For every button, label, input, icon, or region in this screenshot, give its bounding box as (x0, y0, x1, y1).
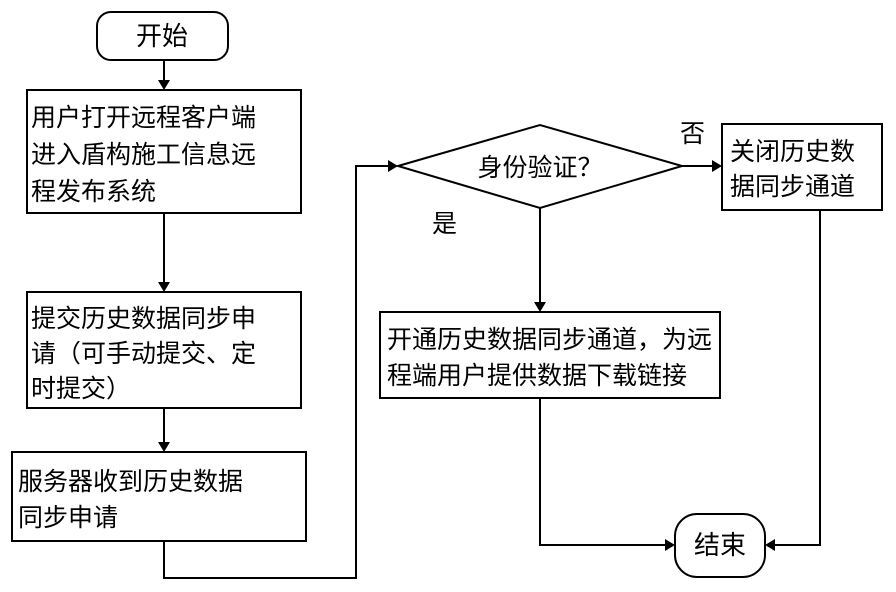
submit-request-line-1: 提交历史数据同步申 (31, 304, 256, 333)
server-receive-line-2: 同步申请 (18, 503, 118, 532)
connector-close-channel-to-end (775, 210, 821, 546)
connector-open-channel-to-end (539, 398, 665, 546)
auth-decision-label: 身份验证？ (477, 153, 602, 182)
open-channel-box: 开通历史数据同步通道，为远 程端用户提供数据下载链接 (379, 311, 721, 399)
arrowhead (534, 302, 546, 312)
connector-server-to-auth (163, 165, 388, 579)
open-channel-line-1: 开通历史数据同步通道，为远 (387, 325, 712, 354)
close-channel-line-1: 关闭历史数 (730, 137, 855, 166)
server-receive-line-1: 服务器收到历史数据 (18, 467, 243, 496)
close-channel-line-2: 据同步通道 (730, 172, 855, 201)
arrowhead (158, 80, 170, 90)
edge-label-no: 否 (680, 119, 705, 148)
submit-request-line-3: 时提交） (31, 374, 131, 403)
submit-request-line-2: 请（可手动提交、定 (31, 339, 256, 368)
arrowhead (158, 442, 170, 452)
arrowhead (388, 160, 398, 172)
arrowhead (665, 539, 675, 551)
open-client-box: 用户打开远程客户端 进入盾构施工信息远 程发布系统 (26, 89, 302, 214)
end-label: 结束 (694, 531, 746, 561)
start-node: 开始 (96, 11, 229, 61)
server-receive-box: 服务器收到历史数据 同步申请 (11, 451, 307, 542)
edge-label-yes: 是 (432, 209, 457, 238)
open-client-line-2: 进入盾构施工信息远 (31, 140, 256, 169)
close-channel-box: 关闭历史数 据同步通道 (721, 123, 883, 211)
auth-decision-diamond: 身份验证？ (394, 123, 686, 210)
arrowhead (158, 282, 170, 292)
arrowhead (765, 539, 775, 551)
open-client-line-1: 用户打开远程客户端 (31, 103, 256, 132)
arrowhead (712, 160, 722, 172)
start-label: 开始 (136, 22, 188, 52)
open-channel-line-2: 程端用户提供数据下载链接 (387, 361, 687, 390)
open-client-line-3: 程发布系统 (31, 177, 156, 206)
end-node: 结束 (674, 513, 766, 578)
submit-request-box: 提交历史数据同步申 请（可手动提交、定 时提交） (26, 291, 302, 409)
